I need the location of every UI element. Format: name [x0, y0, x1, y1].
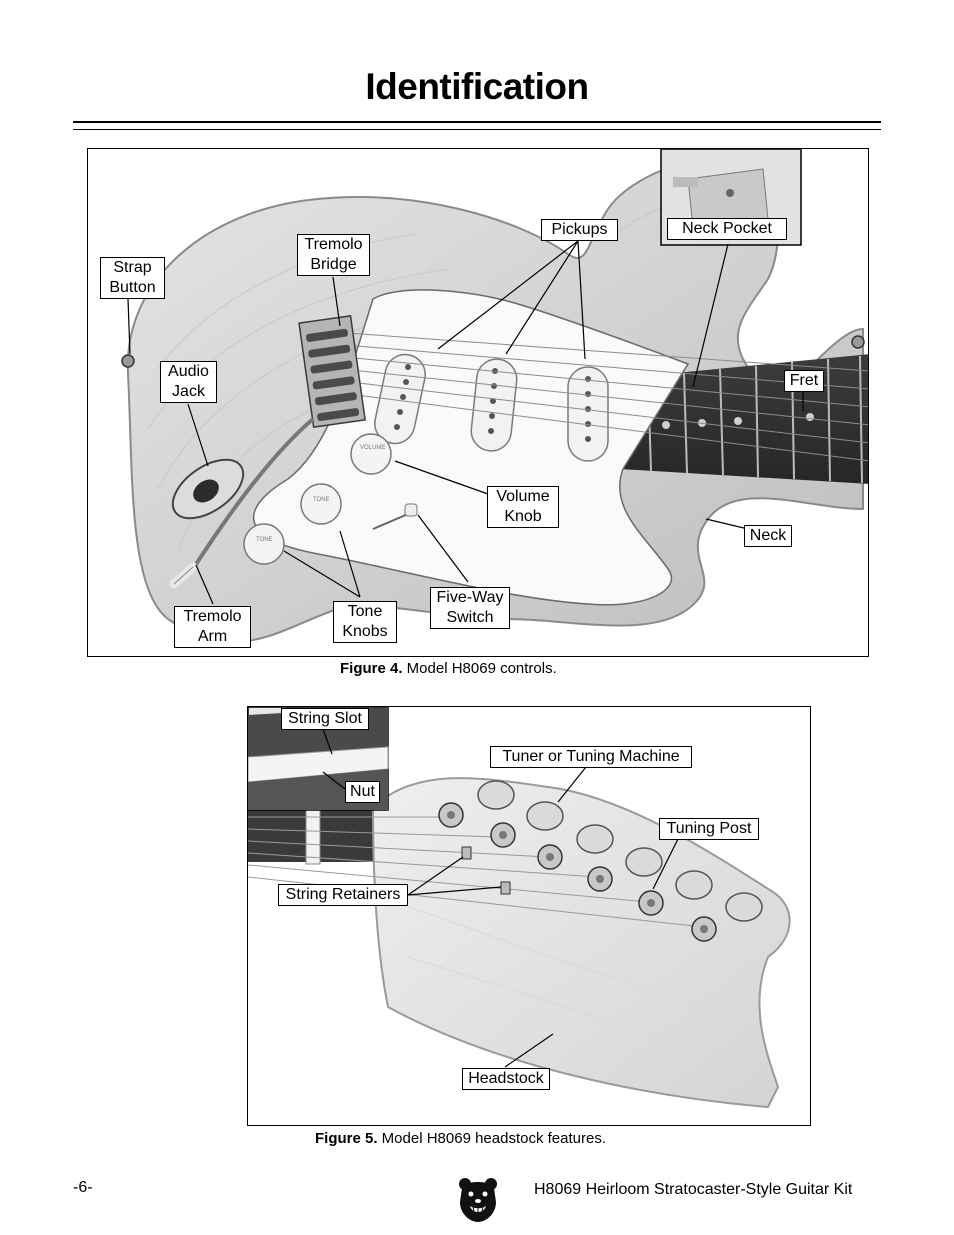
- figure-4-controls: VOLUME TONE TONE: [87, 148, 869, 657]
- figure-4-caption: Figure 4. Model H8069 controls.: [340, 660, 557, 677]
- headstock-illustration: [248, 707, 791, 1109]
- tone-knob-text-2: TONE: [256, 537, 273, 543]
- figure-4-caption-text: Model H8069 controls.: [402, 660, 557, 677]
- page-title: Identification: [365, 66, 589, 107]
- label-tone-knobs: Tone Knobs: [333, 601, 397, 643]
- label-nut: Nut: [345, 781, 380, 803]
- label-string-retainers: String Retainers: [278, 884, 408, 906]
- volume-knob-text: VOLUME: [360, 445, 385, 451]
- title-rule-thick: [73, 121, 881, 123]
- title-rule-thin: [73, 129, 881, 130]
- label-five-way-switch: Five-Way Switch: [430, 587, 510, 629]
- figure-5-caption-text: Model H8069 headstock features.: [377, 1130, 606, 1147]
- label-string-slot: String Slot: [281, 708, 369, 730]
- tremolo-arm-shape: [191, 417, 315, 571]
- page-number: -6-: [73, 1179, 93, 1196]
- label-tremolo-bridge: Tremolo Bridge: [297, 234, 370, 276]
- headstock-shape: [371, 777, 791, 1109]
- knobs-shape: VOLUME TONE TONE: [243, 433, 392, 565]
- label-neck: Neck: [744, 525, 792, 547]
- figure-5-headstock: String Slot Nut Tuner or Tuning Machine …: [247, 706, 811, 1126]
- figure-5-caption: Figure 5. Model H8069 headstock features…: [315, 1130, 606, 1147]
- label-strap-button: Strap Button: [100, 257, 165, 299]
- guitar-body-illustration: VOLUME TONE TONE: [121, 149, 868, 643]
- label-tuner: Tuner or Tuning Machine: [490, 746, 692, 768]
- tuner-housings-shape: [477, 780, 763, 922]
- footer-title: H8069 Heirloom Stratocaster-Style Guitar…: [534, 1181, 853, 1198]
- label-audio-jack: Audio Jack: [160, 361, 217, 403]
- bear-logo-icon: [459, 1178, 497, 1222]
- label-pickups: Pickups: [541, 219, 618, 241]
- label-headstock: Headstock: [462, 1068, 550, 1090]
- label-tremolo-arm: Tremolo Arm: [174, 606, 251, 648]
- tone-knob-text-1: TONE: [313, 497, 330, 503]
- label-tuning-post: Tuning Post: [659, 818, 759, 840]
- figure-4-caption-label: Figure 4.: [340, 660, 403, 677]
- label-neck-pocket: Neck Pocket: [667, 218, 787, 240]
- label-fret: Fret: [784, 370, 824, 392]
- label-volume-knob: Volume Knob: [487, 486, 559, 528]
- bridge-shape: [298, 315, 366, 428]
- figure-5-caption-label: Figure 5.: [315, 1130, 378, 1147]
